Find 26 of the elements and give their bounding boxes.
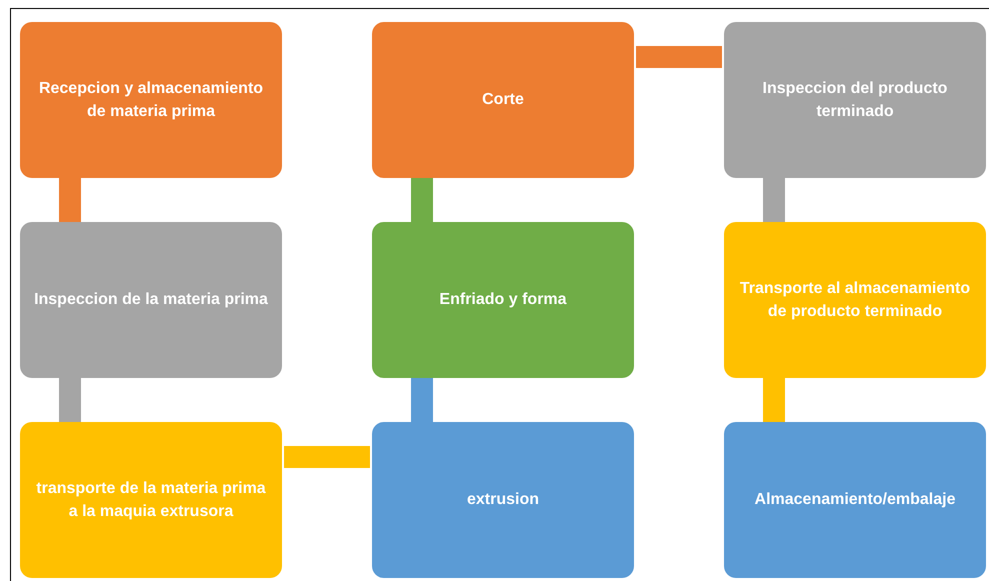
connector-bar	[411, 178, 433, 222]
step-label: extrusion	[466, 490, 539, 510]
step-label: Inspeccion de la materia prima	[34, 290, 268, 310]
process-box	[724, 22, 986, 178]
process-box	[20, 222, 282, 378]
connector-bar	[284, 446, 370, 468]
process-box	[372, 422, 634, 578]
connector-bar	[636, 46, 722, 68]
process-box	[724, 222, 986, 378]
step-label: Corte	[482, 90, 524, 110]
process-box	[20, 22, 282, 178]
process-box	[372, 222, 634, 378]
process-box	[20, 422, 282, 578]
process-box	[724, 422, 986, 578]
step-label: Almacenamiento/embalaje	[754, 490, 956, 510]
connector-bar	[763, 178, 785, 222]
step-label: Recepcion y almacenamiento de materia prima	[38, 78, 264, 122]
step-label: Enfriado y forma	[439, 290, 567, 310]
step-label: transporte de la materia prima a la maquia extrusora	[35, 478, 267, 522]
step-label: Transporte al almacenamiento de producto terminado	[738, 278, 972, 322]
connector-bar	[411, 378, 433, 422]
connector-bar	[59, 178, 81, 222]
process-box	[372, 22, 634, 178]
step-label: Inspeccion del producto terminado	[762, 78, 948, 122]
connector-bar	[763, 378, 785, 422]
connector-bar	[59, 378, 81, 422]
